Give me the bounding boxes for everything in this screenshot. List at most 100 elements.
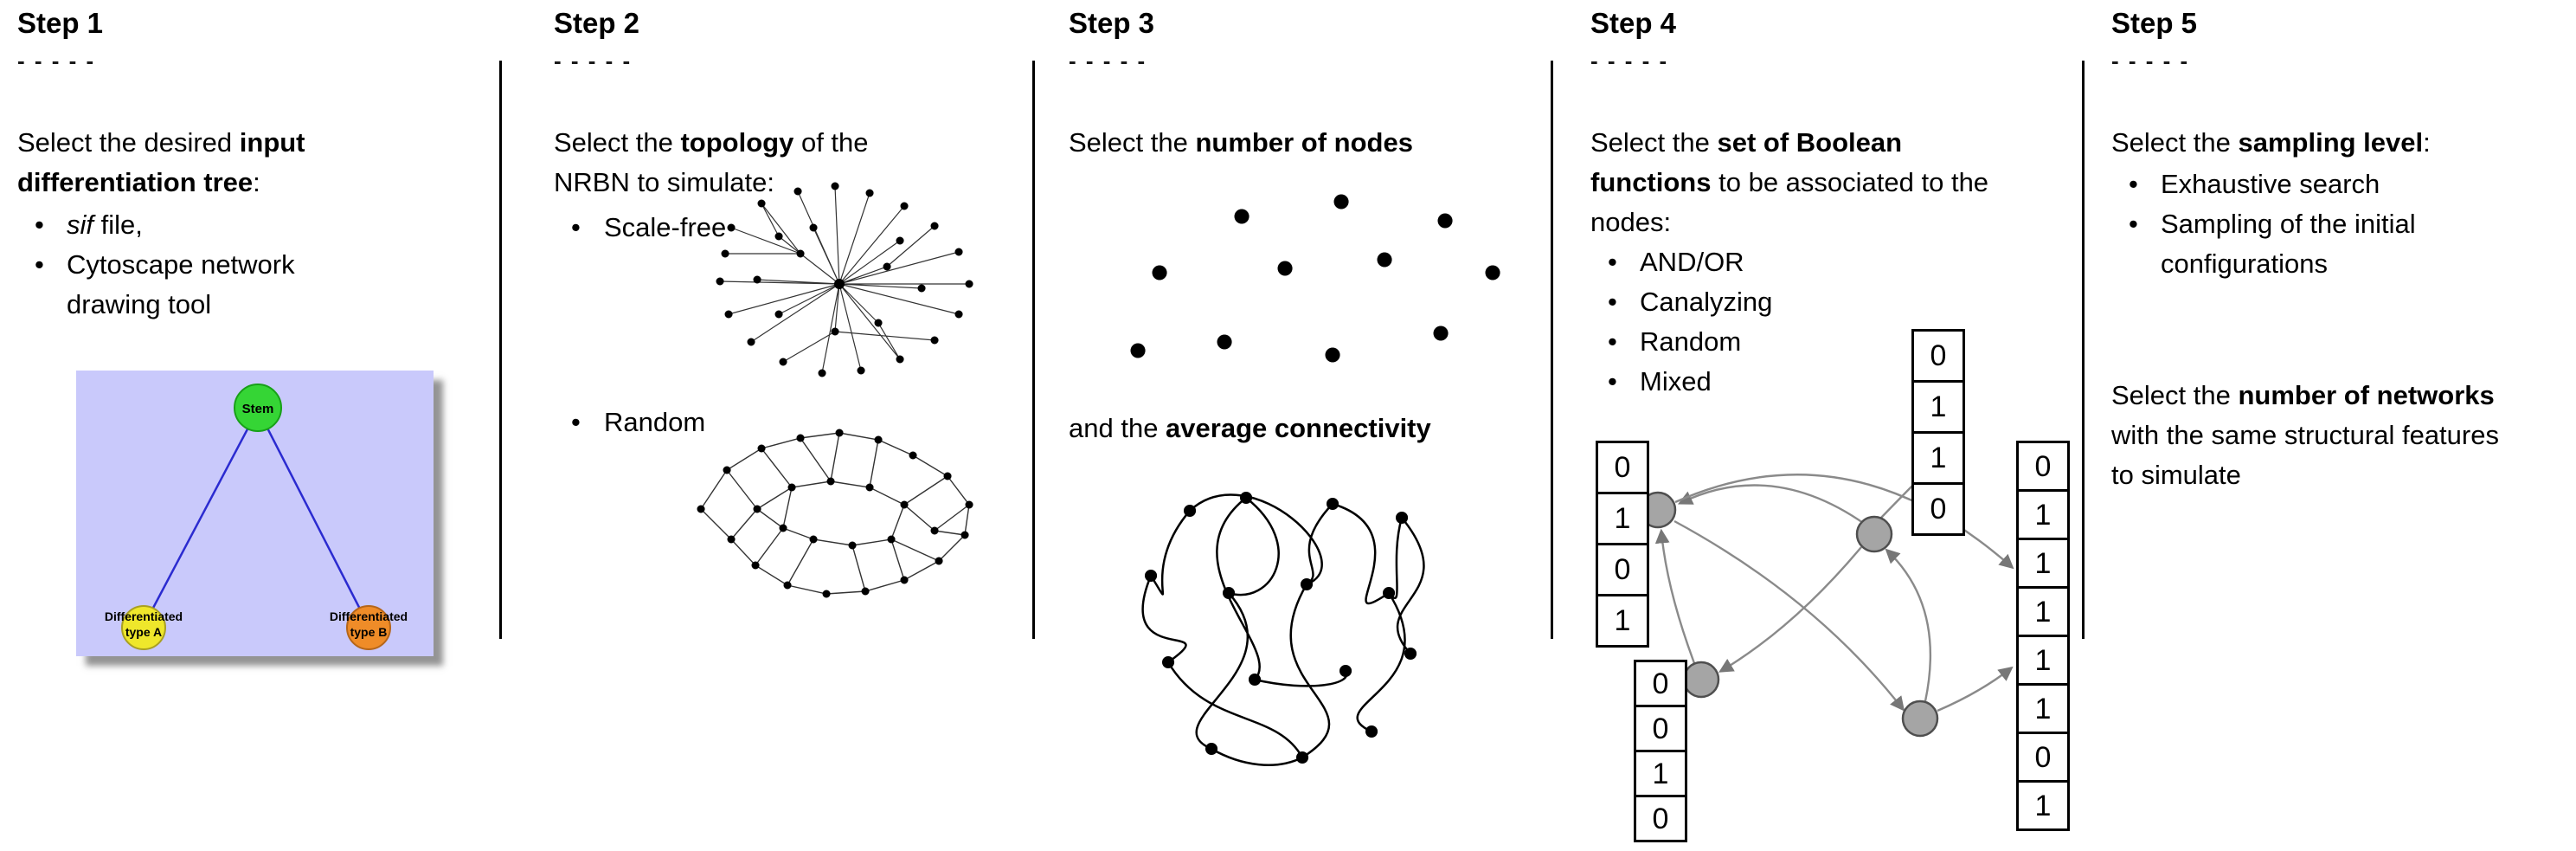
text-segment: : <box>253 167 260 197</box>
type-b-label-line1: Differentiated <box>330 609 408 623</box>
type-a-label-line2: type A <box>125 625 162 639</box>
step-5-networks-paragraph: Select the number of networks with the s… <box>2111 376 2509 495</box>
text-segment-bold: number of nodes <box>1195 127 1413 158</box>
scale-free-network-svg <box>716 182 973 377</box>
column-divider-2 <box>1032 61 1035 639</box>
truth-table-cell: 0 <box>1634 705 1687 752</box>
step-3-title: Step 3 <box>1069 7 1155 39</box>
step-5-bullet-list: Exhaustive search Sampling of the initia… <box>2111 164 2570 284</box>
column-divider-3 <box>1551 61 1553 639</box>
truth-table-cell: 0 <box>1634 660 1687 707</box>
network-nodes <box>697 429 973 598</box>
text-segment: Select the <box>2111 127 2239 158</box>
nodes-scatter-illustration <box>1108 186 1532 403</box>
column-divider-4 <box>2082 61 2085 639</box>
text-segment-bold: input differentiation tree <box>17 127 305 197</box>
type-a-label-line1: Differentiated <box>105 609 183 623</box>
step-2-title: Step 2 <box>554 7 640 39</box>
step-5-title: Step 5 <box>2111 7 2198 39</box>
step-1-dashes: - - - - - <box>17 48 96 74</box>
differentiation-tree-figure: Stem Differentiated type A Differentiate… <box>76 371 434 656</box>
nodes-scatter-svg <box>1130 194 1500 363</box>
random-network-illustration <box>679 414 1008 609</box>
network-edges <box>700 432 970 595</box>
graph-edges <box>1654 467 2014 712</box>
truth-table-cell: 1 <box>1634 750 1687 797</box>
tangle-nodes <box>1145 492 1417 764</box>
tree-edge-left <box>142 409 260 627</box>
truth-table-top: 0 1 1 0 <box>1911 329 1965 536</box>
differentiation-tree-svg: Stem Differentiated type A Differentiate… <box>76 371 434 656</box>
scale-free-network-illustration <box>684 176 991 392</box>
step-5-panel: Step 5 - - - - - Select the sampling lev… <box>2111 0 2570 495</box>
text-segment: Select the <box>2111 380 2239 410</box>
truth-table-right: 0 1 1 1 1 1 0 1 <box>2016 441 2070 831</box>
text-segment-bold: set of Boolean functions <box>1590 127 1903 197</box>
truth-table-cell: 0 <box>2016 732 2070 783</box>
differentiated-type-b-node <box>346 605 391 650</box>
differentiated-type-a-node <box>121 605 166 650</box>
step-2-dashes: - - - - - <box>554 48 633 74</box>
text-segment: of the NRBN to simulate: <box>554 127 869 197</box>
bullet-random-functions: Random <box>1590 322 1954 362</box>
step-4-intro: Select the set of Boolean functions to b… <box>1590 123 1997 242</box>
truth-table-cell: 1 <box>2016 683 2070 734</box>
graph-node-2 <box>1855 515 1893 553</box>
step-3-line1: Select the number of nodes <box>1069 123 1571 163</box>
network-edges <box>719 185 969 374</box>
network-nodes <box>716 182 973 377</box>
tangle-edges <box>1141 493 1425 766</box>
text-segment-italic: sif <box>67 210 93 240</box>
bullet-cytoscape: Cytoscape network drawing tool <box>17 245 381 325</box>
truth-table-cell: 1 <box>1596 492 1649 545</box>
step-2-intro: Select the topology of the NRBN to simul… <box>554 123 943 203</box>
graph-node-3 <box>1682 661 1720 699</box>
text-segment: and the <box>1069 413 1166 443</box>
step-2-panel: Step 2 - - - - - Select the topology of … <box>554 0 1025 203</box>
truth-table-cell: 1 <box>2016 538 2070 589</box>
type-b-label-line2: type B <box>350 625 388 639</box>
truth-table-cell: 1 <box>1911 431 1965 485</box>
bullet-scale-free: Scale-free <box>571 208 726 248</box>
graph-nodes <box>1639 491 1939 738</box>
truth-table-cell: 0 <box>1911 482 1965 536</box>
step-4-panel: Step 4 - - - - - Select the set of Boole… <box>1590 0 2075 402</box>
truth-table-cell: 1 <box>1596 594 1649 648</box>
bullet-mixed: Mixed <box>1590 362 1954 402</box>
truth-table-bottom-left: 0 0 1 0 <box>1634 660 1687 842</box>
step-1-title: Step 1 <box>17 7 104 39</box>
truth-table-cell: 0 <box>1596 441 1649 494</box>
bullet-canalyzing: Canalyzing <box>1590 282 1954 322</box>
tree-edge-right <box>256 409 370 627</box>
text-segment-bold: topology <box>680 127 794 158</box>
graph-node-4 <box>1901 699 1939 738</box>
text-segment-bold: average connectivity <box>1166 413 1431 443</box>
text-segment-bold: number of networks <box>2238 380 2495 410</box>
step-4-dashes: - - - - - <box>1590 48 1669 74</box>
step-4-bullet-list: AND/OR Canalyzing Random Mixed <box>1590 242 1954 402</box>
truth-table-cell: 1 <box>2016 489 2070 540</box>
step-1-panel: Step 1 - - - - - Select the desired inpu… <box>17 0 489 325</box>
stem-node-label: Stem <box>242 402 274 416</box>
bullet-sif-file: sif file, <box>17 205 381 245</box>
scatter-dots <box>1130 194 1500 363</box>
text-segment: Select the <box>1069 127 1196 158</box>
text-segment: file, <box>93 210 143 240</box>
truth-table-cell: 0 <box>1911 329 1965 383</box>
connectivity-tangle-svg <box>1141 492 1425 766</box>
truth-table-cell: 0 <box>1596 543 1649 596</box>
text-segment: with the same structural features to sim… <box>2111 420 2499 490</box>
bullet-and-or: AND/OR <box>1590 242 1954 282</box>
step-4-title: Step 4 <box>1590 7 1677 39</box>
truth-table-cell: 1 <box>2016 586 2070 637</box>
text-segment-bold: sampling level <box>2238 127 2424 158</box>
step-1-bullet-list: sif file, Cytoscape network drawing tool <box>17 205 381 325</box>
step-5-dashes: - - - - - <box>2111 48 2190 74</box>
step-3-panel: Step 3 - - - - - Select the number of no… <box>1069 0 1571 163</box>
text-segment: : <box>2423 127 2431 158</box>
hub-node <box>834 279 845 289</box>
stem-node <box>234 384 282 432</box>
bullet-exhaustive-search: Exhaustive search <box>2111 164 2570 204</box>
truth-table-cell: 0 <box>1634 795 1687 842</box>
